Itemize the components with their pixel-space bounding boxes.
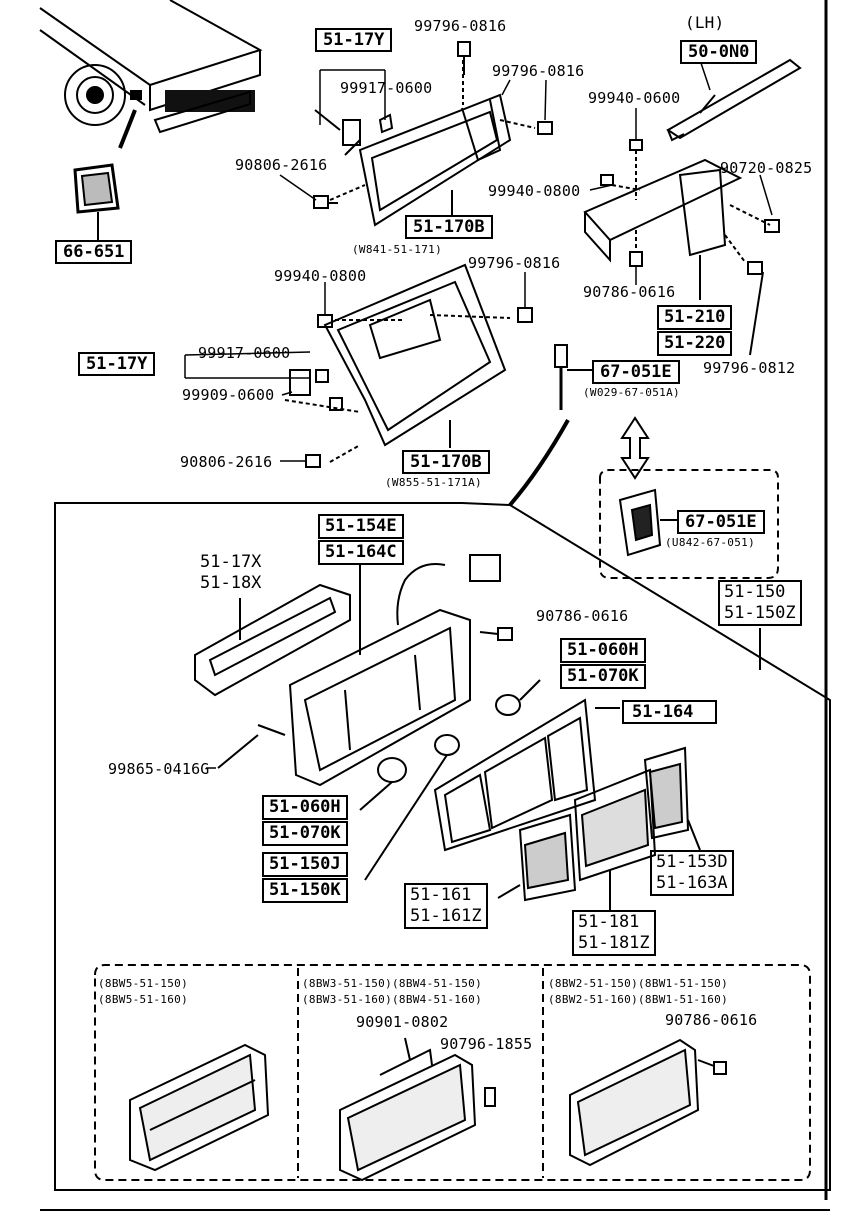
part-box-51-170b-a: 51-170B (405, 215, 493, 239)
variant-lamp-2 (339, 1037, 496, 1182)
side-bracket-17x (194, 583, 351, 697)
lens-pieces (497, 746, 701, 910)
part-label-90806-2616-b: 90806-2616 (180, 453, 273, 471)
part-box-51-154e: 51-154E (318, 514, 404, 539)
screw-icons-right (600, 139, 780, 275)
part-box-group-51-210: 51-210 51-220 (657, 305, 733, 357)
part-box-51-150z: 51-150Z (724, 603, 796, 623)
part-box-51-070k-a: 51-070K (560, 664, 646, 689)
part-box-51-163a: 51-163A (656, 873, 728, 893)
part-box-group-51-150: 51-150 51-150Z (718, 580, 802, 626)
part-group-51-17x: 51-17X 51-18X (200, 552, 261, 594)
variant-1-line-2: (8BW5-51-160) (98, 993, 188, 1006)
part-sub-51-170b-b: (W855-51-171A) (385, 476, 482, 489)
variant-2-line-1: (8BW3-51-150)(8BW4-51-150) (302, 977, 482, 990)
screw-icons-upper (313, 41, 553, 209)
screw-icons-detail (217, 627, 513, 769)
part-box-51-060h-a: 51-060H (560, 638, 646, 663)
part-label-99796-0816-c: 99796-0816 (468, 254, 561, 272)
part-box-50-0n0: 50-0N0 (680, 40, 758, 64)
part-box-group-51-161: 51-161 51-161Z (404, 883, 488, 929)
part-label-90786-0616-b: 90786-0616 (536, 607, 629, 625)
part-box-group-51-060h-b: 51-060H 51-070K (262, 795, 348, 847)
part-box-66-651: 66-651 (55, 240, 133, 264)
part-label-99917-0600-b: 99917-0600 (198, 344, 291, 362)
part-box-51-070k-b: 51-070K (262, 821, 348, 846)
part-box-51-210: 51-210 (657, 305, 733, 330)
part-label-51-18x: 51-18X (200, 573, 262, 593)
part-box-51-153d: 51-153D (656, 852, 728, 872)
part-box-51-181z: 51-181Z (578, 933, 650, 953)
part-label-90806-2616-a: 90806-2616 (235, 156, 328, 174)
part-box-51-164: 51-164 (622, 700, 718, 724)
part-box-51-170b-b: 51-170B (402, 450, 490, 474)
variant-2-line-2: (8BW3-51-160)(8BW4-51-160) (302, 993, 482, 1006)
part-label-99796-0816-a: 99796-0816 (414, 17, 507, 35)
part-box-51-164c: 51-164C (318, 540, 404, 565)
part-box-67-051e-a: 67-051E (592, 360, 680, 384)
part-box-51-17y-top: 51-17Y (315, 28, 393, 52)
part-box-51-220: 51-220 (657, 331, 733, 356)
part-box-51-150k: 51-150K (262, 878, 348, 903)
part-label-99940-0600: 99940-0600 (588, 89, 681, 107)
part-box-51-060h-b: 51-060H (262, 795, 348, 820)
part-label-99909-0600: 99909-0600 (182, 386, 275, 404)
part-label-90720-0825: 90720-0825 (720, 159, 813, 177)
part-label-99796-0812: 99796-0812 (703, 359, 796, 377)
connector-plug (554, 344, 592, 410)
part-label-99917-0600-a: 99917-0600 (340, 79, 433, 97)
part-box-51-181: 51-181 (578, 912, 640, 932)
variant-2-part-90796-1855: 90796-1855 (440, 1035, 533, 1053)
variant-3-line-1: (8BW2-51-150)(8BW1-51-150) (548, 977, 728, 990)
part-sub-51-170b-a: (W841-51-171) (352, 243, 442, 256)
part-label-51-17x: 51-17X (200, 552, 262, 572)
part-box-group-51-060h-a: 51-060H 51-070K (560, 638, 646, 690)
part-box-67-051e-b: 67-051E (677, 510, 765, 534)
side-bracket-assembly (583, 150, 771, 356)
part-label-99865-0416g: 99865-0416G (108, 760, 210, 778)
variant-2-part-90901-0802: 90901-0802 (356, 1013, 449, 1031)
lh-side-label: (LH) (685, 13, 725, 32)
variant-lamp-1 (129, 1043, 270, 1172)
part-box-group-51-181: 51-181 51-181Z (572, 910, 656, 956)
part-label-99940-0800-a: 99940-0800 (488, 182, 581, 200)
connector-clip (618, 488, 680, 557)
lh-rail-bracket (666, 58, 802, 142)
part-box-group-51-150j: 51-150J 51-150K (262, 852, 348, 904)
part-box-51-161: 51-161 (410, 885, 472, 905)
variant-3-line-2: (8BW2-51-160)(8BW1-51-160) (548, 993, 728, 1006)
part-box-51-17y-mid: 51-17Y (78, 352, 156, 376)
truck-icon (39, 0, 263, 149)
part-label-99796-0816-b: 99796-0816 (492, 62, 585, 80)
bulb-icons (359, 679, 541, 881)
double-arrow-icon (620, 416, 650, 480)
lower-frame-bracket (284, 263, 511, 463)
part-sub-67-051e-a: (W029-67-051A) (583, 386, 680, 399)
variant-lamp-3 (569, 1038, 727, 1167)
part-box-group-51-153d: 51-153D 51-163A (650, 850, 734, 896)
part-box-51-161z: 51-161Z (410, 906, 482, 926)
part-box-51-150: 51-150 (724, 582, 786, 602)
reflector-icon (73, 163, 120, 240)
part-sub-67-051e-b: (U842-67-051) (665, 536, 755, 549)
upper-frame-bracket (314, 60, 536, 227)
lamp-housing (288, 545, 501, 787)
part-box-51-150j: 51-150J (262, 852, 348, 877)
part-box-group-51-154e: 51-154E 51-164C (318, 514, 404, 566)
part-label-99940-0800-b: 99940-0800 (274, 267, 367, 285)
part-label-90786-0616-a: 90786-0616 (583, 283, 676, 301)
variant-1-line-1: (8BW5-51-150) (98, 977, 188, 990)
variant-3-part-90786-0616: 90786-0616 (665, 1011, 758, 1029)
gasket-frame (433, 698, 620, 852)
